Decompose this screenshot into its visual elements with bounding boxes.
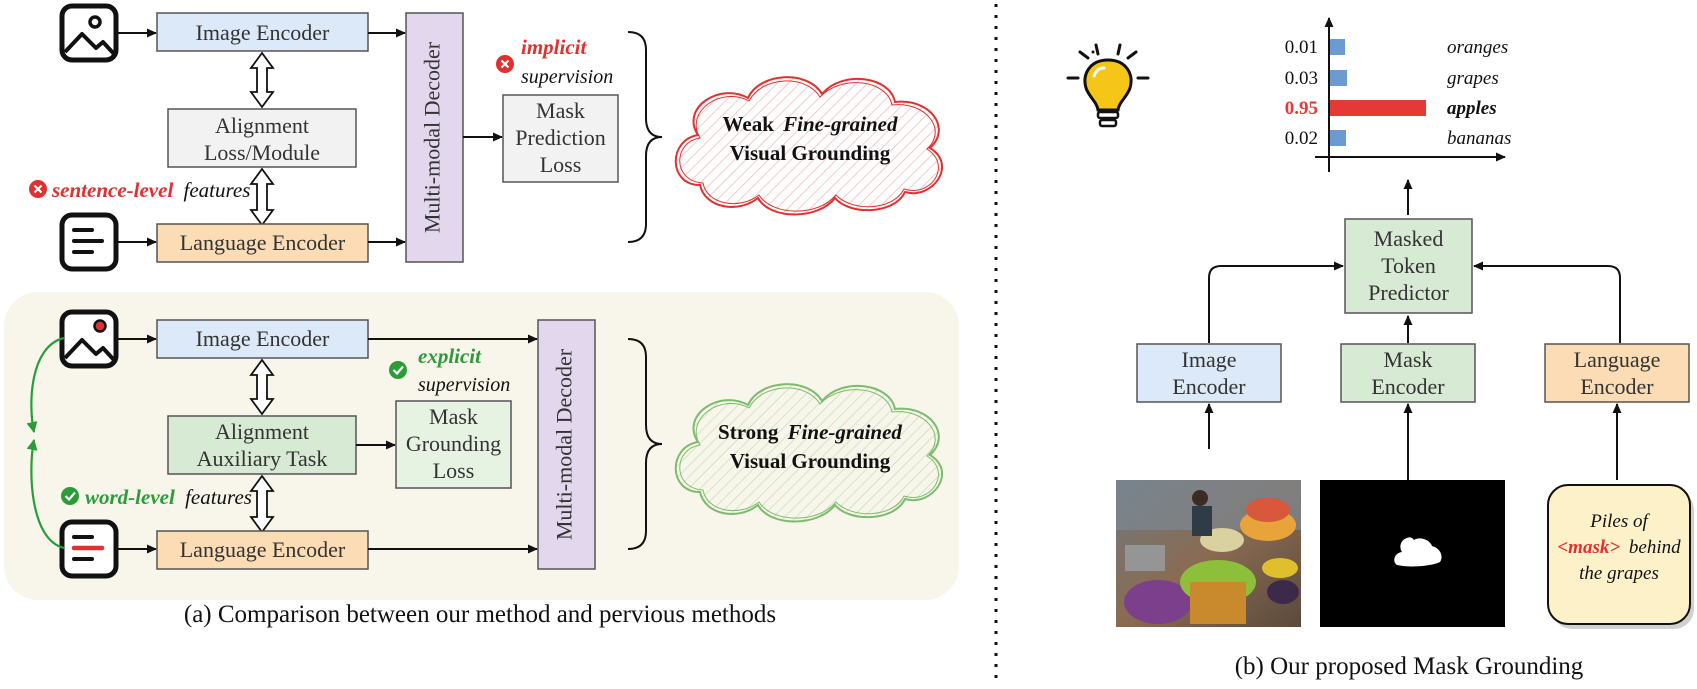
image-encoder-label-bottom: Image Encoder <box>196 326 330 351</box>
sentence-level-annotation: sentence-level features <box>51 178 250 202</box>
value-label-apples: 0.95 <box>1285 98 1318 119</box>
alignment-loss-line2: Loss/Module <box>204 140 320 165</box>
image-encoder-box-b <box>1136 343 1282 403</box>
category-label-oranges: oranges <box>1447 37 1508 58</box>
language-encoder-box-b <box>1544 343 1690 403</box>
alignment-task-line2: Auxiliary Task <box>197 446 328 471</box>
alignment-loss-line1: Alignment <box>215 113 309 138</box>
panel-b: 0.01 oranges 0.03 grapes 0.95 apples 0.02 banan… <box>1066 17 1694 629</box>
mask-grounding-loss-line2: Grounding <box>406 431 501 456</box>
predictor-line3: Predictor <box>1368 280 1449 305</box>
multimodal-decoder-label-bottom: Multi-modal Decoder <box>552 348 577 540</box>
check-badge-icon-explicit <box>389 361 407 379</box>
multimodal-decoder-bottom <box>537 319 596 570</box>
implicit-label: implicit <box>521 35 587 59</box>
brace-bottom <box>627 338 663 550</box>
check-badge-icon <box>61 487 79 505</box>
language-encoder-box-bottom <box>156 530 369 570</box>
caption-b: (b) Our proposed Mask Grounding <box>1235 653 1584 680</box>
language-encoder-b-line1: Language <box>1574 347 1661 372</box>
weak-grounding-line2: Visual Grounding <box>730 141 891 165</box>
panel-a-top: Image Encoder Alignment Loss/Module sent… <box>29 3 943 272</box>
weak-grounding-line1: Weak Fine-grained <box>723 112 898 136</box>
alignment-task-line1: Alignment <box>215 419 309 444</box>
supervision-label-top: supervision <box>521 66 613 88</box>
mask-prediction-loss-box <box>502 94 619 183</box>
mask-grounding-loss-line1: Mask <box>429 404 478 429</box>
caption-a: (a) Comparison between our method and pe… <box>184 601 776 628</box>
multimodal-decoder-label-top: Multi-modal Decoder <box>420 41 445 233</box>
text-document-icon-highlighted <box>59 519 119 579</box>
x-badge-icon-implicit <box>496 55 514 73</box>
bar-oranges <box>1330 39 1346 55</box>
mask-grounding-loss-line3: Loss <box>433 458 475 483</box>
image-encoder-b-line2: Encoder <box>1172 374 1246 399</box>
text-document-icon <box>59 212 119 272</box>
masked-text-bubble: Piles of <mask> behind the grapes <box>1547 484 1694 629</box>
value-label-bananas: 0.02 <box>1285 128 1318 149</box>
strong-grounding-line1: Strong Fine-grained <box>718 420 902 444</box>
mask-prediction-loss-line2: Prediction <box>515 125 605 150</box>
language-encoder-label-bottom: Language Encoder <box>180 537 346 562</box>
double-arrow-top-2 <box>249 167 275 227</box>
mask-prediction-loss-line3: Loss <box>540 152 582 177</box>
prediction-bar-chart: 0.01 oranges 0.03 grapes 0.95 apples 0.02 banan… <box>1285 17 1511 172</box>
mask-image <box>1320 480 1505 627</box>
panel-a-bottom: Image Encoder Alignment Auxiliary Task w… <box>26 309 943 579</box>
x-badge-icon <box>29 180 47 198</box>
double-arrow-bottom-1 <box>249 358 275 416</box>
region-word-link-arrow <box>26 336 65 433</box>
mask-prediction-loss-line1: Mask <box>536 98 585 123</box>
image-encoder-label-top: Image Encoder <box>196 20 330 45</box>
mask-encoder-line1: Mask <box>1384 347 1433 372</box>
masked-token-predictor-box <box>1344 218 1473 314</box>
image-icon-highlighted <box>59 309 119 369</box>
value-label-grapes: 0.03 <box>1285 68 1318 89</box>
image-icon <box>59 3 119 63</box>
alignment-loss-box <box>167 108 357 168</box>
supervision-label-bottom: supervision <box>418 374 510 396</box>
mask-grounding-loss-box <box>395 400 512 489</box>
bubble-line3: the grapes <box>1579 563 1659 584</box>
predictor-line1: Masked <box>1374 226 1444 251</box>
bar-grapes <box>1330 70 1348 86</box>
category-label-grapes: grapes <box>1447 68 1499 89</box>
language-encoder-label-top: Language Encoder <box>180 230 346 255</box>
language-encoder-b-line2: Encoder <box>1580 374 1654 399</box>
bar-bananas <box>1330 130 1347 146</box>
category-label-bananas: bananas <box>1447 128 1511 149</box>
category-label-apples: apples <box>1447 98 1497 119</box>
mask-encoder-line2: Encoder <box>1371 374 1445 399</box>
brace-top <box>627 31 663 243</box>
alignment-task-box <box>167 415 357 475</box>
weak-grounding-cloud: Weak Fine-grained Visual Grounding <box>674 76 943 216</box>
image-encoder-b-line1: Image <box>1182 347 1237 372</box>
image-encoder-box-top <box>156 12 369 52</box>
strong-grounding-line2: Visual Grounding <box>730 449 891 473</box>
double-arrow-top-1 <box>249 51 275 109</box>
bar-apples <box>1330 100 1426 116</box>
multimodal-decoder-top <box>405 12 464 263</box>
value-label-oranges: 0.01 <box>1285 37 1318 58</box>
predictor-line2: Token <box>1381 253 1436 278</box>
bubble-line1: Piles of <box>1589 511 1650 532</box>
mask-encoder-box <box>1340 343 1476 403</box>
lightbulb-icon <box>1066 43 1150 128</box>
explicit-label: explicit <box>418 344 482 368</box>
word-level-annotation: word-level features <box>85 485 252 509</box>
bubble-line2: <mask> behind <box>1557 537 1681 558</box>
strong-grounding-cloud: Strong Fine-grained Visual Grounding <box>674 383 943 523</box>
fruit-market-photo <box>1116 480 1301 627</box>
language-encoder-box-top <box>156 223 369 263</box>
word-region-link-arrow <box>26 439 65 550</box>
